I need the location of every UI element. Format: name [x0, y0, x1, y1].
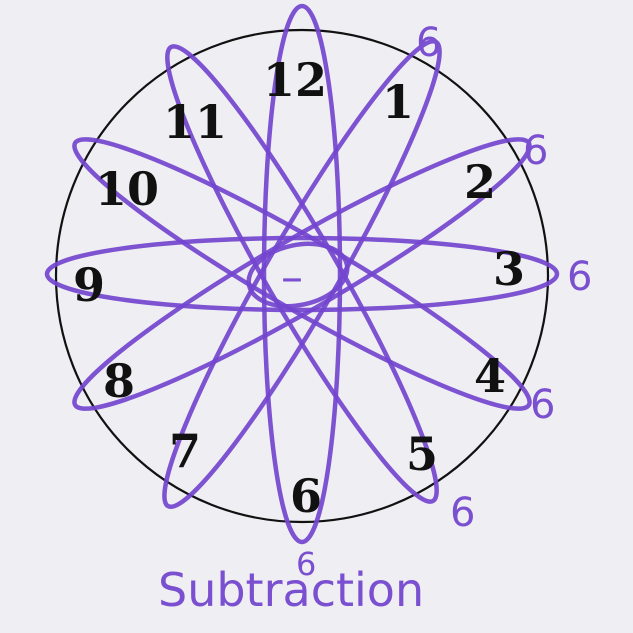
clock-number-12: 12 — [263, 53, 327, 107]
loop-3-9 — [44, 235, 560, 313]
loop-label-5-11: 6 — [450, 490, 475, 536]
clock-number-7: 7 — [169, 424, 201, 478]
loop-label-6-12: 6 — [296, 545, 316, 583]
clock-number-8: 8 — [103, 354, 135, 408]
clock-number-9: 9 — [73, 258, 105, 312]
center-minus-sign: – — [281, 252, 303, 303]
clock-number-4: 4 — [474, 349, 506, 403]
loop-label-4-10: 6 — [530, 382, 555, 428]
clock-number-5: 5 — [406, 427, 438, 481]
loop-label-3-9: 6 — [567, 254, 592, 300]
clock-number-3: 3 — [493, 242, 525, 296]
center-loop — [246, 241, 350, 309]
clock-number-11: 11 — [163, 95, 227, 149]
loop-label-2-8: 6 — [523, 128, 548, 174]
loop-5-11 — [165, 44, 439, 504]
loops-group — [44, 3, 560, 545]
loop-label-1-7: 6 — [416, 20, 441, 66]
caption-text: Subtraction — [158, 563, 424, 617]
loop-2-8 — [72, 137, 532, 411]
clock-number-1: 1 — [382, 75, 414, 129]
clock-number-6: 6 — [290, 469, 322, 523]
clock-circle — [54, 28, 550, 524]
clock-number-2: 2 — [464, 155, 496, 209]
loop-12-6 — [261, 3, 343, 545]
clock-number-10: 10 — [95, 162, 159, 216]
